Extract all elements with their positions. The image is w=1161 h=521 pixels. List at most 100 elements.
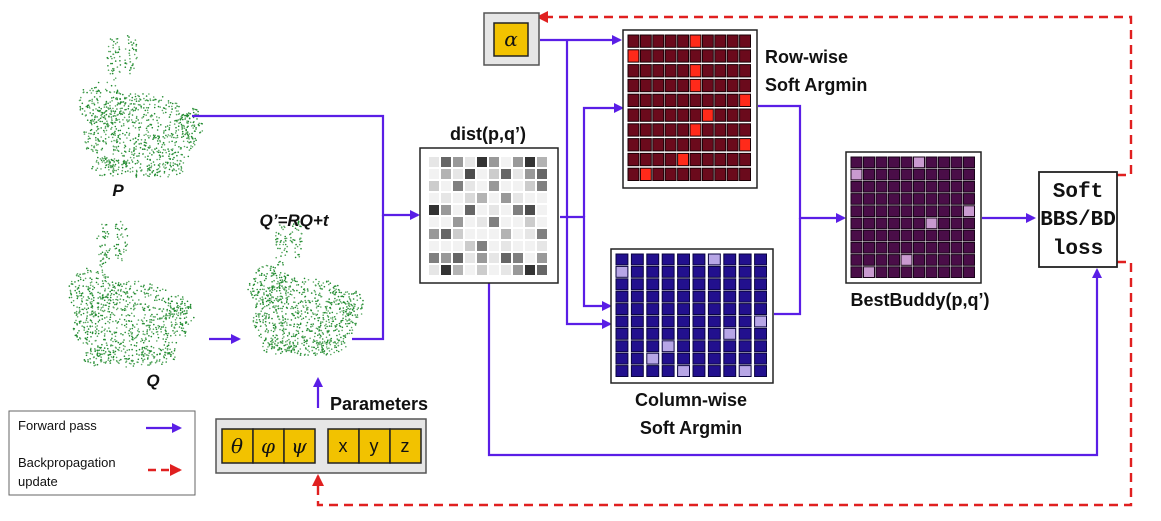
point	[181, 302, 183, 305]
point	[171, 308, 174, 310]
point	[116, 327, 118, 329]
col-cell	[707, 278, 721, 291]
point	[356, 308, 359, 311]
point	[157, 294, 160, 297]
point	[157, 105, 160, 108]
point	[343, 342, 346, 344]
point	[155, 326, 157, 329]
point	[286, 322, 288, 324]
point	[91, 87, 93, 90]
point	[195, 108, 197, 111]
point	[338, 339, 340, 342]
point	[87, 271, 89, 274]
point	[118, 293, 120, 296]
point	[153, 112, 156, 115]
point	[276, 344, 279, 347]
point	[189, 141, 192, 143]
point	[149, 135, 151, 137]
point	[96, 349, 99, 352]
point	[109, 362, 112, 364]
point	[157, 336, 160, 339]
point	[319, 324, 322, 327]
point	[160, 331, 162, 333]
point	[188, 138, 190, 140]
point	[279, 341, 282, 344]
point	[143, 358, 146, 361]
point	[296, 223, 298, 226]
dist-cell	[477, 229, 487, 239]
point	[255, 304, 257, 306]
point	[143, 148, 146, 150]
point	[186, 137, 188, 140]
point	[98, 349, 100, 352]
point	[320, 351, 322, 354]
point	[362, 303, 364, 306]
point	[107, 233, 110, 235]
point	[95, 149, 97, 151]
point	[281, 307, 283, 310]
point	[131, 335, 133, 338]
point	[97, 235, 100, 237]
point	[130, 363, 132, 365]
point	[283, 249, 286, 251]
bb-cell	[863, 241, 875, 254]
point	[96, 151, 98, 154]
point	[143, 103, 145, 106]
point	[118, 112, 121, 115]
col-cell	[677, 265, 690, 278]
point	[127, 358, 129, 361]
point	[329, 282, 332, 285]
point	[167, 298, 170, 301]
bb-cell	[913, 241, 925, 254]
point	[317, 349, 320, 351]
param-phi: φ	[261, 434, 275, 458]
point	[109, 91, 112, 94]
row-cell	[689, 138, 702, 152]
point	[295, 243, 297, 246]
point	[272, 327, 275, 329]
point	[328, 334, 331, 336]
point	[93, 296, 95, 299]
point	[323, 350, 326, 352]
bb-cell	[863, 180, 875, 193]
point	[342, 311, 345, 314]
point	[324, 324, 326, 327]
point	[155, 136, 157, 139]
point	[95, 108, 97, 110]
point	[321, 321, 324, 323]
bb-cell	[863, 168, 875, 181]
point	[331, 318, 334, 320]
point	[85, 148, 88, 150]
point	[131, 166, 134, 169]
point	[286, 274, 289, 277]
point	[93, 361, 95, 363]
point	[125, 320, 128, 323]
point	[166, 334, 169, 337]
point	[116, 41, 119, 44]
point	[159, 317, 161, 319]
point	[150, 294, 152, 296]
point	[97, 139, 100, 141]
bb-cell	[938, 156, 950, 169]
point	[165, 313, 167, 315]
point	[251, 294, 253, 296]
point	[113, 285, 116, 288]
point	[92, 165, 94, 168]
point	[168, 153, 171, 155]
point	[192, 127, 194, 129]
dist-cell	[441, 217, 451, 227]
point	[127, 314, 129, 316]
point	[82, 308, 85, 311]
point	[335, 343, 338, 345]
row-cell	[739, 78, 751, 93]
point	[200, 122, 203, 125]
point	[117, 321, 120, 323]
row-cell	[714, 152, 727, 167]
point	[91, 114, 93, 117]
point	[144, 340, 146, 342]
bb-cell	[950, 241, 963, 254]
point	[148, 164, 150, 166]
bb-cell	[913, 229, 925, 242]
dist-cell	[525, 193, 535, 203]
point	[158, 166, 161, 168]
